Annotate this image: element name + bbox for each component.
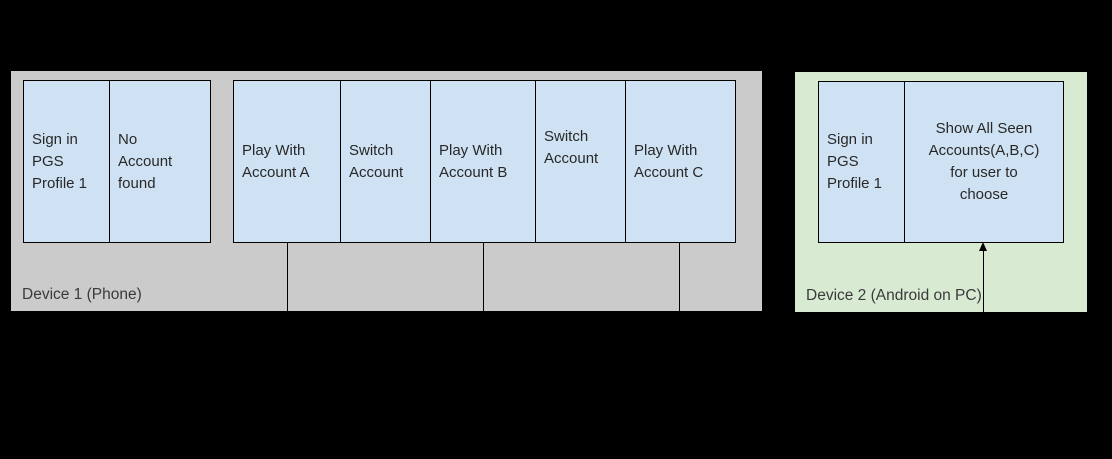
connector-line-account-b bbox=[483, 242, 484, 311]
box-play-with-account-a: Play With Account A bbox=[233, 80, 341, 243]
box-switch-account-1: Switch Account bbox=[340, 80, 431, 243]
box-label: Switch Account bbox=[544, 127, 599, 167]
box-label: Play With Account B bbox=[439, 141, 508, 181]
box-label: Play With Account C bbox=[634, 141, 704, 181]
box-show-all-seen-accounts: Show All Seen Accounts(A,B,C) for user t… bbox=[904, 81, 1064, 243]
box-play-with-account-b: Play With Account B bbox=[430, 80, 536, 243]
box-play-with-account-c: Play With Account C bbox=[625, 80, 736, 243]
box-label: Sign in PGS Profile 1 bbox=[32, 130, 88, 192]
box-label: Switch Account bbox=[349, 141, 404, 181]
box-label: Play With Account A bbox=[242, 141, 310, 181]
connector-line-account-c bbox=[679, 242, 680, 311]
box-label: Sign in PGS Profile 1 bbox=[827, 131, 883, 192]
connector-line-account-a bbox=[287, 242, 288, 311]
box-label: Show All Seen Accounts(A,B,C) for user t… bbox=[928, 120, 1040, 203]
device1-label: Device 1 (Phone) bbox=[22, 286, 142, 303]
box-no-account-found: No Account found bbox=[109, 80, 211, 243]
arrow-up-line bbox=[983, 250, 984, 312]
box-sign-in-pgs-profile-1: Sign in PGS Profile 1 bbox=[23, 80, 110, 243]
device1-signin-group: Sign in PGS Profile 1 No Account found bbox=[23, 80, 211, 243]
device2-group: Sign in PGS Profile 1 Show All Seen Acco… bbox=[818, 81, 1064, 243]
arrow-up-head-icon bbox=[979, 242, 987, 251]
device1-session-group: Play With Account A Switch Account Play … bbox=[233, 80, 736, 243]
device2-label: Device 2 (Android on PC) bbox=[806, 287, 982, 304]
box-switch-account-2: Switch Account bbox=[535, 80, 626, 243]
box-label: No Account found bbox=[118, 130, 173, 192]
box-device2-sign-in-pgs-profile-1: Sign in PGS Profile 1 bbox=[818, 81, 905, 243]
